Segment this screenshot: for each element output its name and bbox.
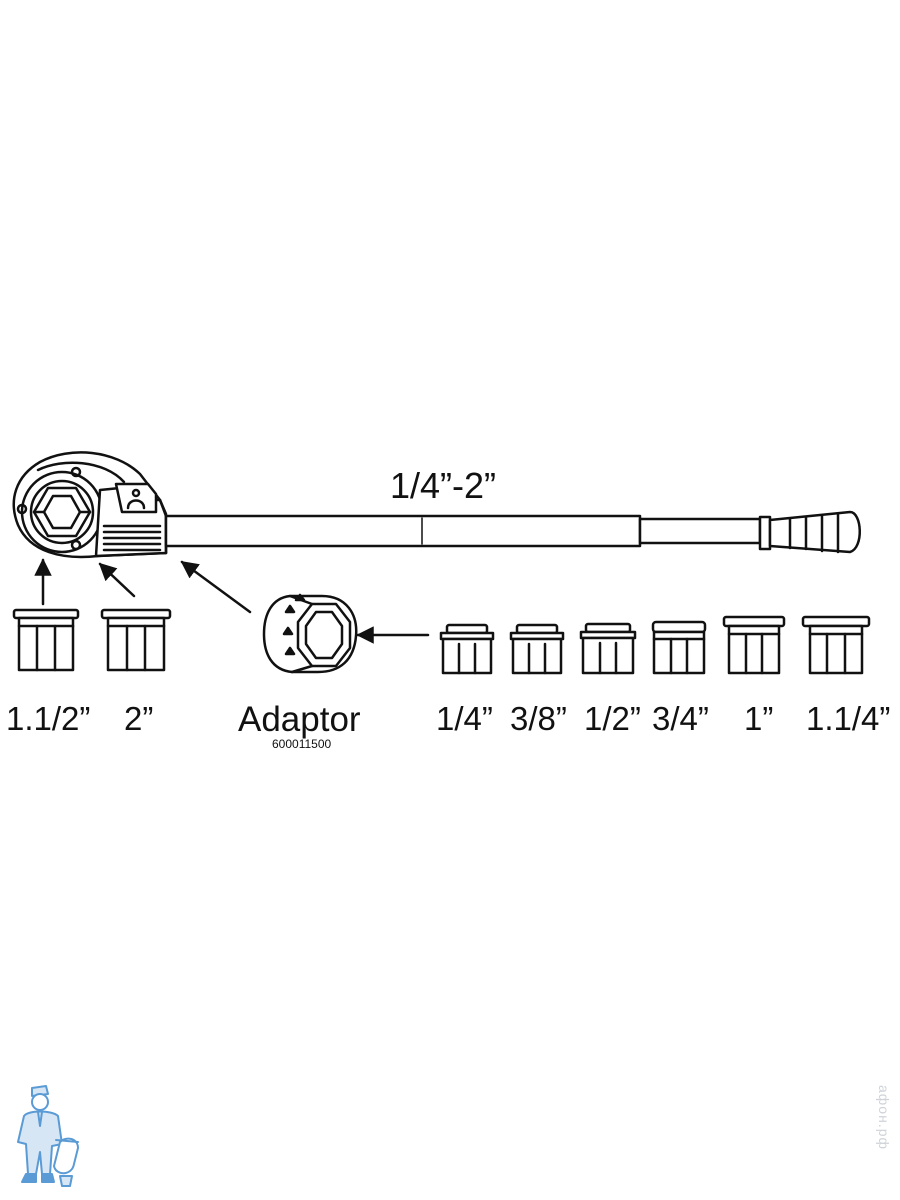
die-head-icon bbox=[801, 615, 871, 675]
arrow-icon bbox=[98, 562, 136, 598]
watermark: афон.рф bbox=[876, 1085, 892, 1151]
adaptor-label: Adaptor bbox=[238, 700, 361, 739]
die-size-label: 1” bbox=[744, 700, 774, 737]
die-size-label: 1.1/4” bbox=[806, 700, 891, 737]
adaptor-part-number: 600011500 bbox=[272, 737, 332, 751]
die-head-icon bbox=[100, 608, 172, 672]
die-head-icon bbox=[439, 623, 495, 675]
die-head-icon bbox=[579, 622, 637, 675]
die-size-label: 2” bbox=[124, 700, 154, 737]
die-head-icon bbox=[12, 608, 80, 672]
die-size-label: 3/8” bbox=[510, 700, 567, 737]
ratchet-die-stock-icon bbox=[12, 451, 861, 559]
die-head-icon bbox=[651, 620, 707, 675]
die-size-label: 1/2” bbox=[584, 700, 641, 737]
plumber-mascot-icon bbox=[17, 1085, 79, 1187]
arrow-icon bbox=[180, 560, 252, 614]
die-head-icon bbox=[722, 615, 786, 675]
die-size-label: 1.1/2” bbox=[6, 700, 91, 737]
die-size-label: 1/4” bbox=[436, 700, 493, 737]
size-range-label: 1/4”-2” bbox=[390, 465, 497, 506]
die-head-icon bbox=[509, 623, 565, 675]
adaptor-icon bbox=[262, 593, 358, 674]
die-size-label: 3/4” bbox=[652, 700, 709, 737]
